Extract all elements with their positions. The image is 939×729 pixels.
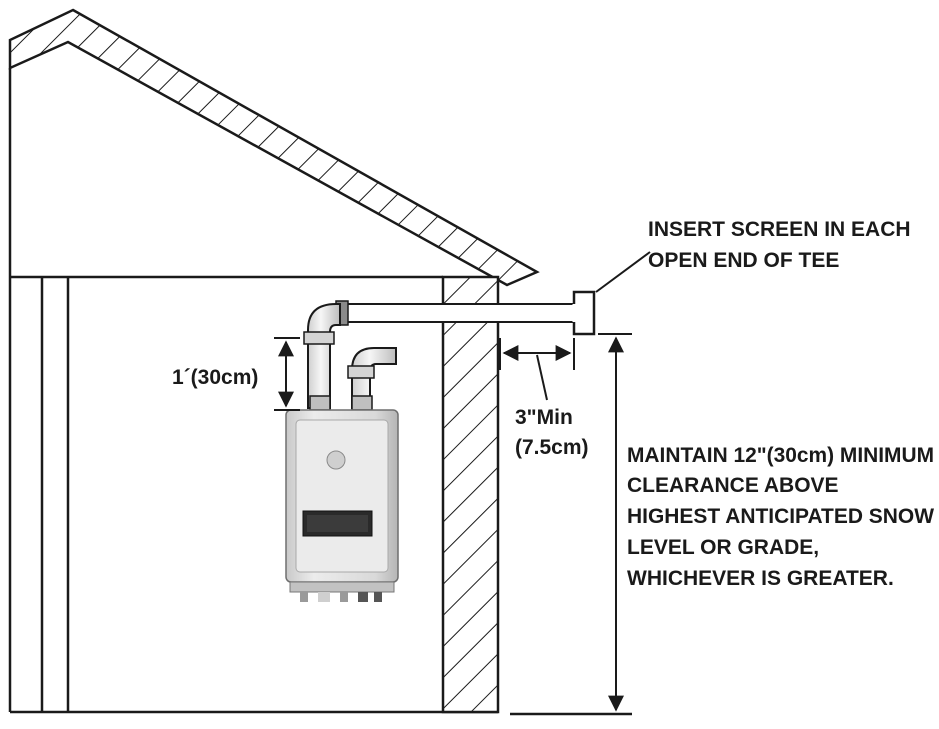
wall-gap-dimension bbox=[499, 338, 575, 401]
vertical-clearance-label: 1´(30cm) bbox=[172, 366, 258, 389]
insert-screen-label-line2: OPEN END OF TEE bbox=[648, 249, 839, 272]
wall-gap-label-line1: 3"Min bbox=[515, 406, 573, 429]
insert-screen-label-line1: INSERT SCREEN IN EACH bbox=[648, 218, 911, 241]
house-outline bbox=[8, 68, 498, 714]
wall-gap-label-line2: (7.5cm) bbox=[515, 436, 589, 459]
maintain-clearance-line2: CLEARANCE ABOVE bbox=[627, 474, 839, 497]
snow-clearance-dimension bbox=[598, 333, 632, 712]
exterior-wall bbox=[441, 275, 500, 714]
exhaust-pipe bbox=[303, 303, 341, 411]
maintain-clearance-line1: MAINTAIN 12"(30cm) MINIMUM bbox=[627, 444, 934, 467]
intake-pipe bbox=[347, 347, 397, 411]
maintain-clearance-line3: HIGHEST ANTICIPATED SNOW bbox=[627, 505, 934, 528]
vent-tee bbox=[572, 290, 596, 336]
vent-pipe-horizontal bbox=[335, 300, 576, 326]
tee-leader-line bbox=[595, 251, 651, 293]
maintain-clearance-line5: WHICHEVER IS GREATER. bbox=[627, 567, 894, 590]
vertical-clearance-dimension bbox=[274, 337, 300, 411]
water-heater bbox=[285, 409, 399, 602]
roof bbox=[8, 8, 540, 287]
maintain-clearance-line4: LEVEL OR GRADE, bbox=[627, 536, 819, 559]
interior-column bbox=[40, 277, 70, 712]
